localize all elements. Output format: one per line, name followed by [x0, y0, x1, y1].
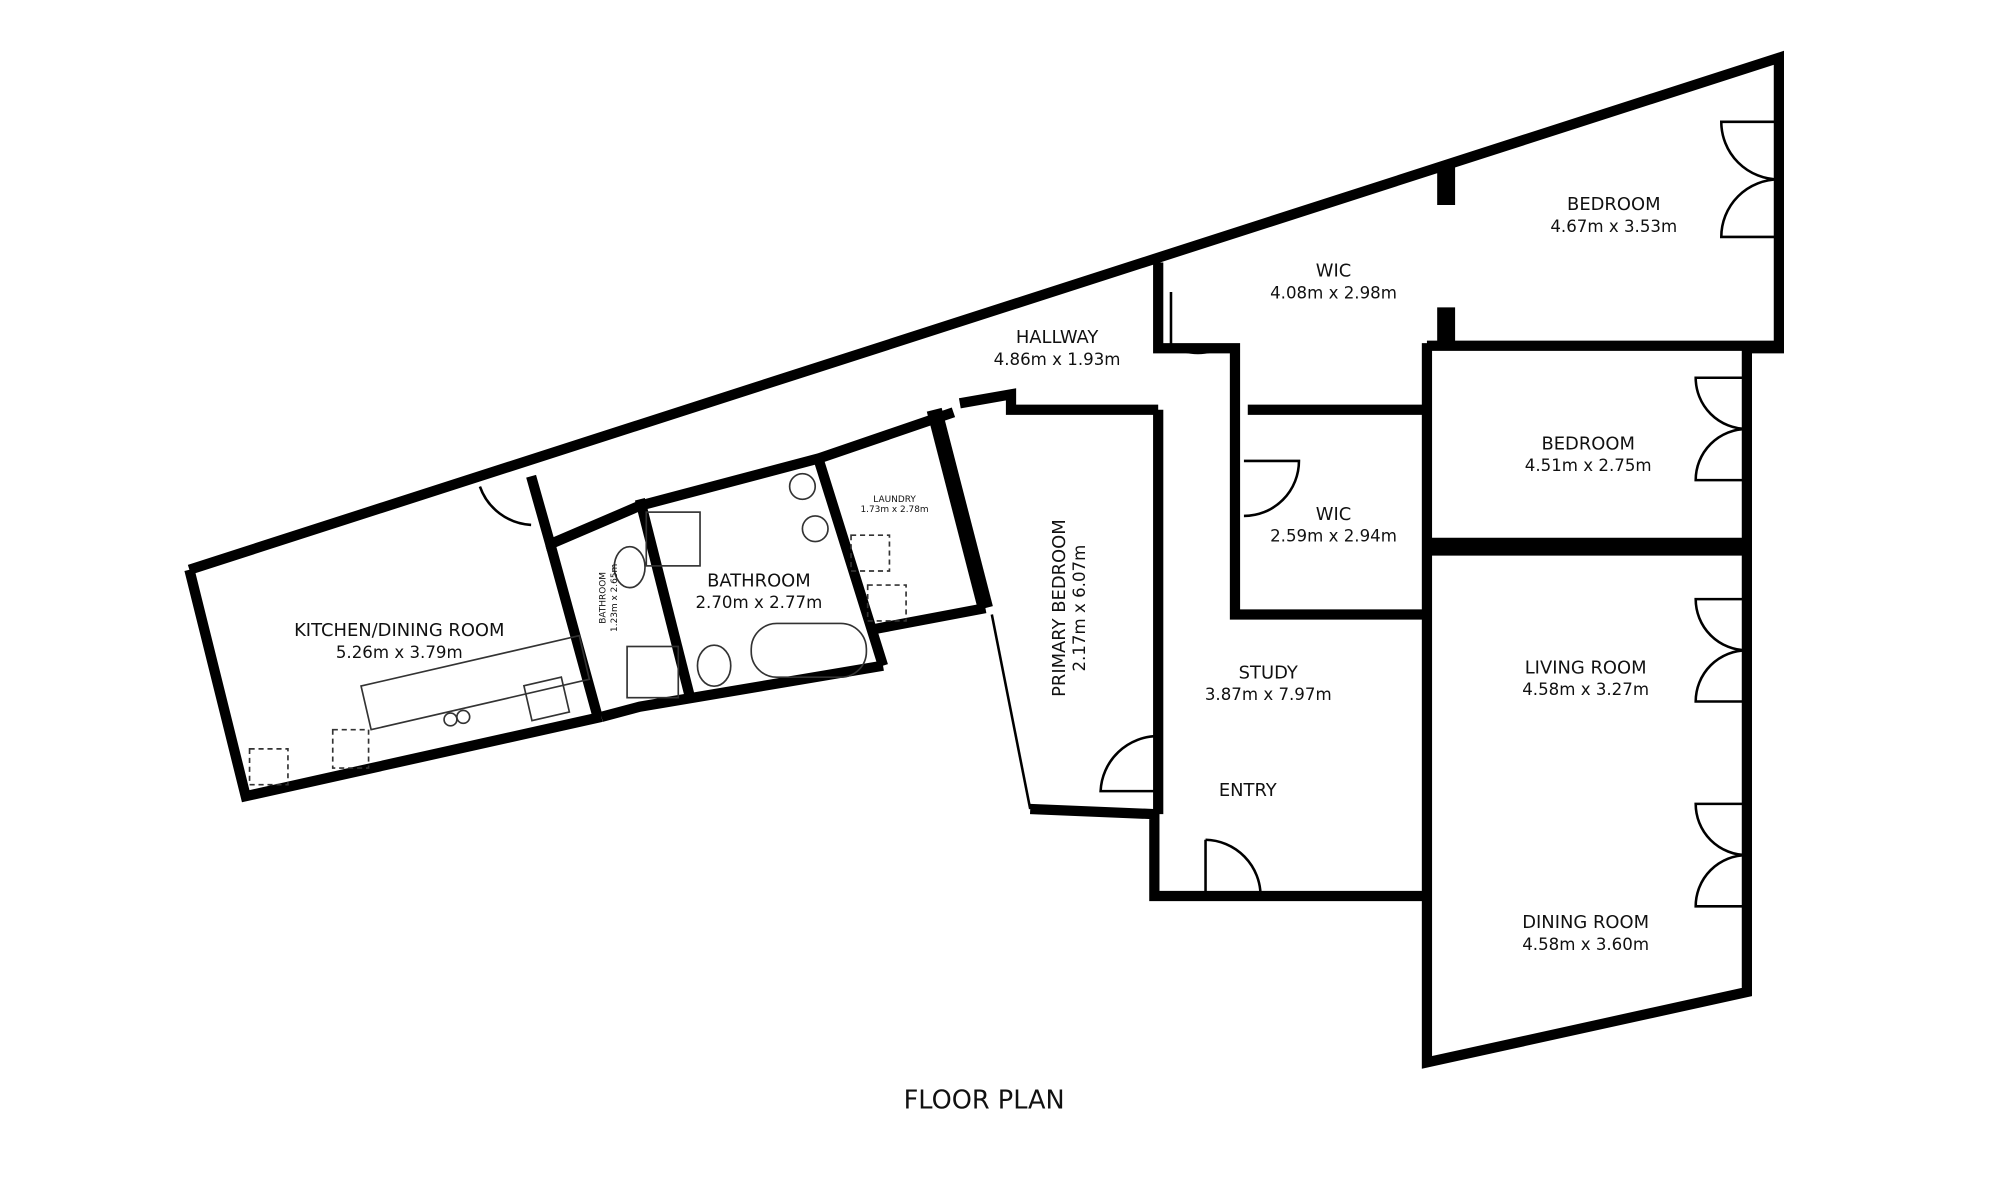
- room-hallway: HALLWAY 4.86m x 1.93m: [994, 327, 1121, 369]
- doors: [478, 120, 1779, 908]
- room-bedroom-2: BEDROOM 4.51m x 2.75m: [1525, 433, 1652, 475]
- room-name: BEDROOM: [1567, 194, 1660, 215]
- plan-title: FLOOR PLAN: [904, 1085, 1065, 1115]
- room-dimensions: 1.73m x 2.78m: [860, 505, 928, 515]
- room-laundry: LAUNDRY 1.73m x 2.78m: [860, 495, 928, 515]
- room-dimensions: 2.59m x 2.94m: [1270, 527, 1397, 546]
- room-dimensions: 5.26m x 3.79m: [336, 643, 463, 662]
- room-dining: DINING ROOM 4.58m x 3.60m: [1522, 912, 1649, 954]
- fixtures: [248, 472, 907, 786]
- room-wic-1: WIC 4.08m x 2.98m: [1270, 261, 1397, 303]
- room-name: LAUNDRY: [873, 495, 916, 505]
- room-name: BATHROOM: [707, 570, 811, 591]
- room-name: WIC: [1316, 504, 1352, 525]
- room-name: KITCHEN/DINING ROOM: [294, 620, 504, 641]
- room-name: PRIMARY BEDROOM: [1049, 519, 1070, 697]
- room-dimensions: 2.17m x 6.07m: [1070, 545, 1089, 672]
- room-living: LIVING ROOM 4.58m x 3.27m: [1522, 657, 1649, 699]
- room-dimensions: 4.86m x 1.93m: [994, 350, 1121, 369]
- room-dimensions: 4.51m x 2.75m: [1525, 456, 1652, 475]
- room-dimensions: 4.58m x 3.27m: [1522, 680, 1649, 699]
- room-name: BATHROOM: [598, 572, 608, 624]
- room-wic-2: WIC 2.59m x 2.94m: [1270, 504, 1397, 546]
- room-dimensions: 4.67m x 3.53m: [1550, 217, 1677, 236]
- room-study: STUDY 3.87m x 7.97m: [1205, 662, 1332, 704]
- room-entry: ENTRY: [1219, 780, 1277, 801]
- room-bedroom-1: BEDROOM 4.67m x 3.53m: [1550, 194, 1677, 236]
- room-name: DINING ROOM: [1522, 912, 1649, 933]
- room-bathroom-small: BATHROOM 1.23m x 2.65m: [598, 564, 620, 632]
- room-name: ENTRY: [1219, 780, 1277, 801]
- room-dimensions: 2.70m x 2.77m: [695, 593, 822, 612]
- walls: [184, 50, 1784, 1069]
- room-dimensions: 4.58m x 3.60m: [1522, 935, 1649, 954]
- room-kitchen-dining: KITCHEN/DINING ROOM 5.26m x 3.79m: [294, 620, 504, 662]
- room-dimensions: 1.23m x 2.65m: [610, 564, 620, 632]
- room-name: WIC: [1316, 261, 1352, 282]
- room-name: STUDY: [1239, 662, 1298, 683]
- room-name: BEDROOM: [1541, 433, 1634, 454]
- room-dimensions: 4.08m x 2.98m: [1270, 283, 1397, 302]
- room-name: LIVING ROOM: [1525, 657, 1647, 678]
- room-primary-bedroom: PRIMARY BEDROOM 2.17m x 6.07m: [1049, 519, 1089, 697]
- room-bathroom: BATHROOM 2.70m x 2.77m: [695, 570, 822, 612]
- room-name: HALLWAY: [1016, 327, 1099, 348]
- room-dimensions: 3.87m x 7.97m: [1205, 685, 1332, 704]
